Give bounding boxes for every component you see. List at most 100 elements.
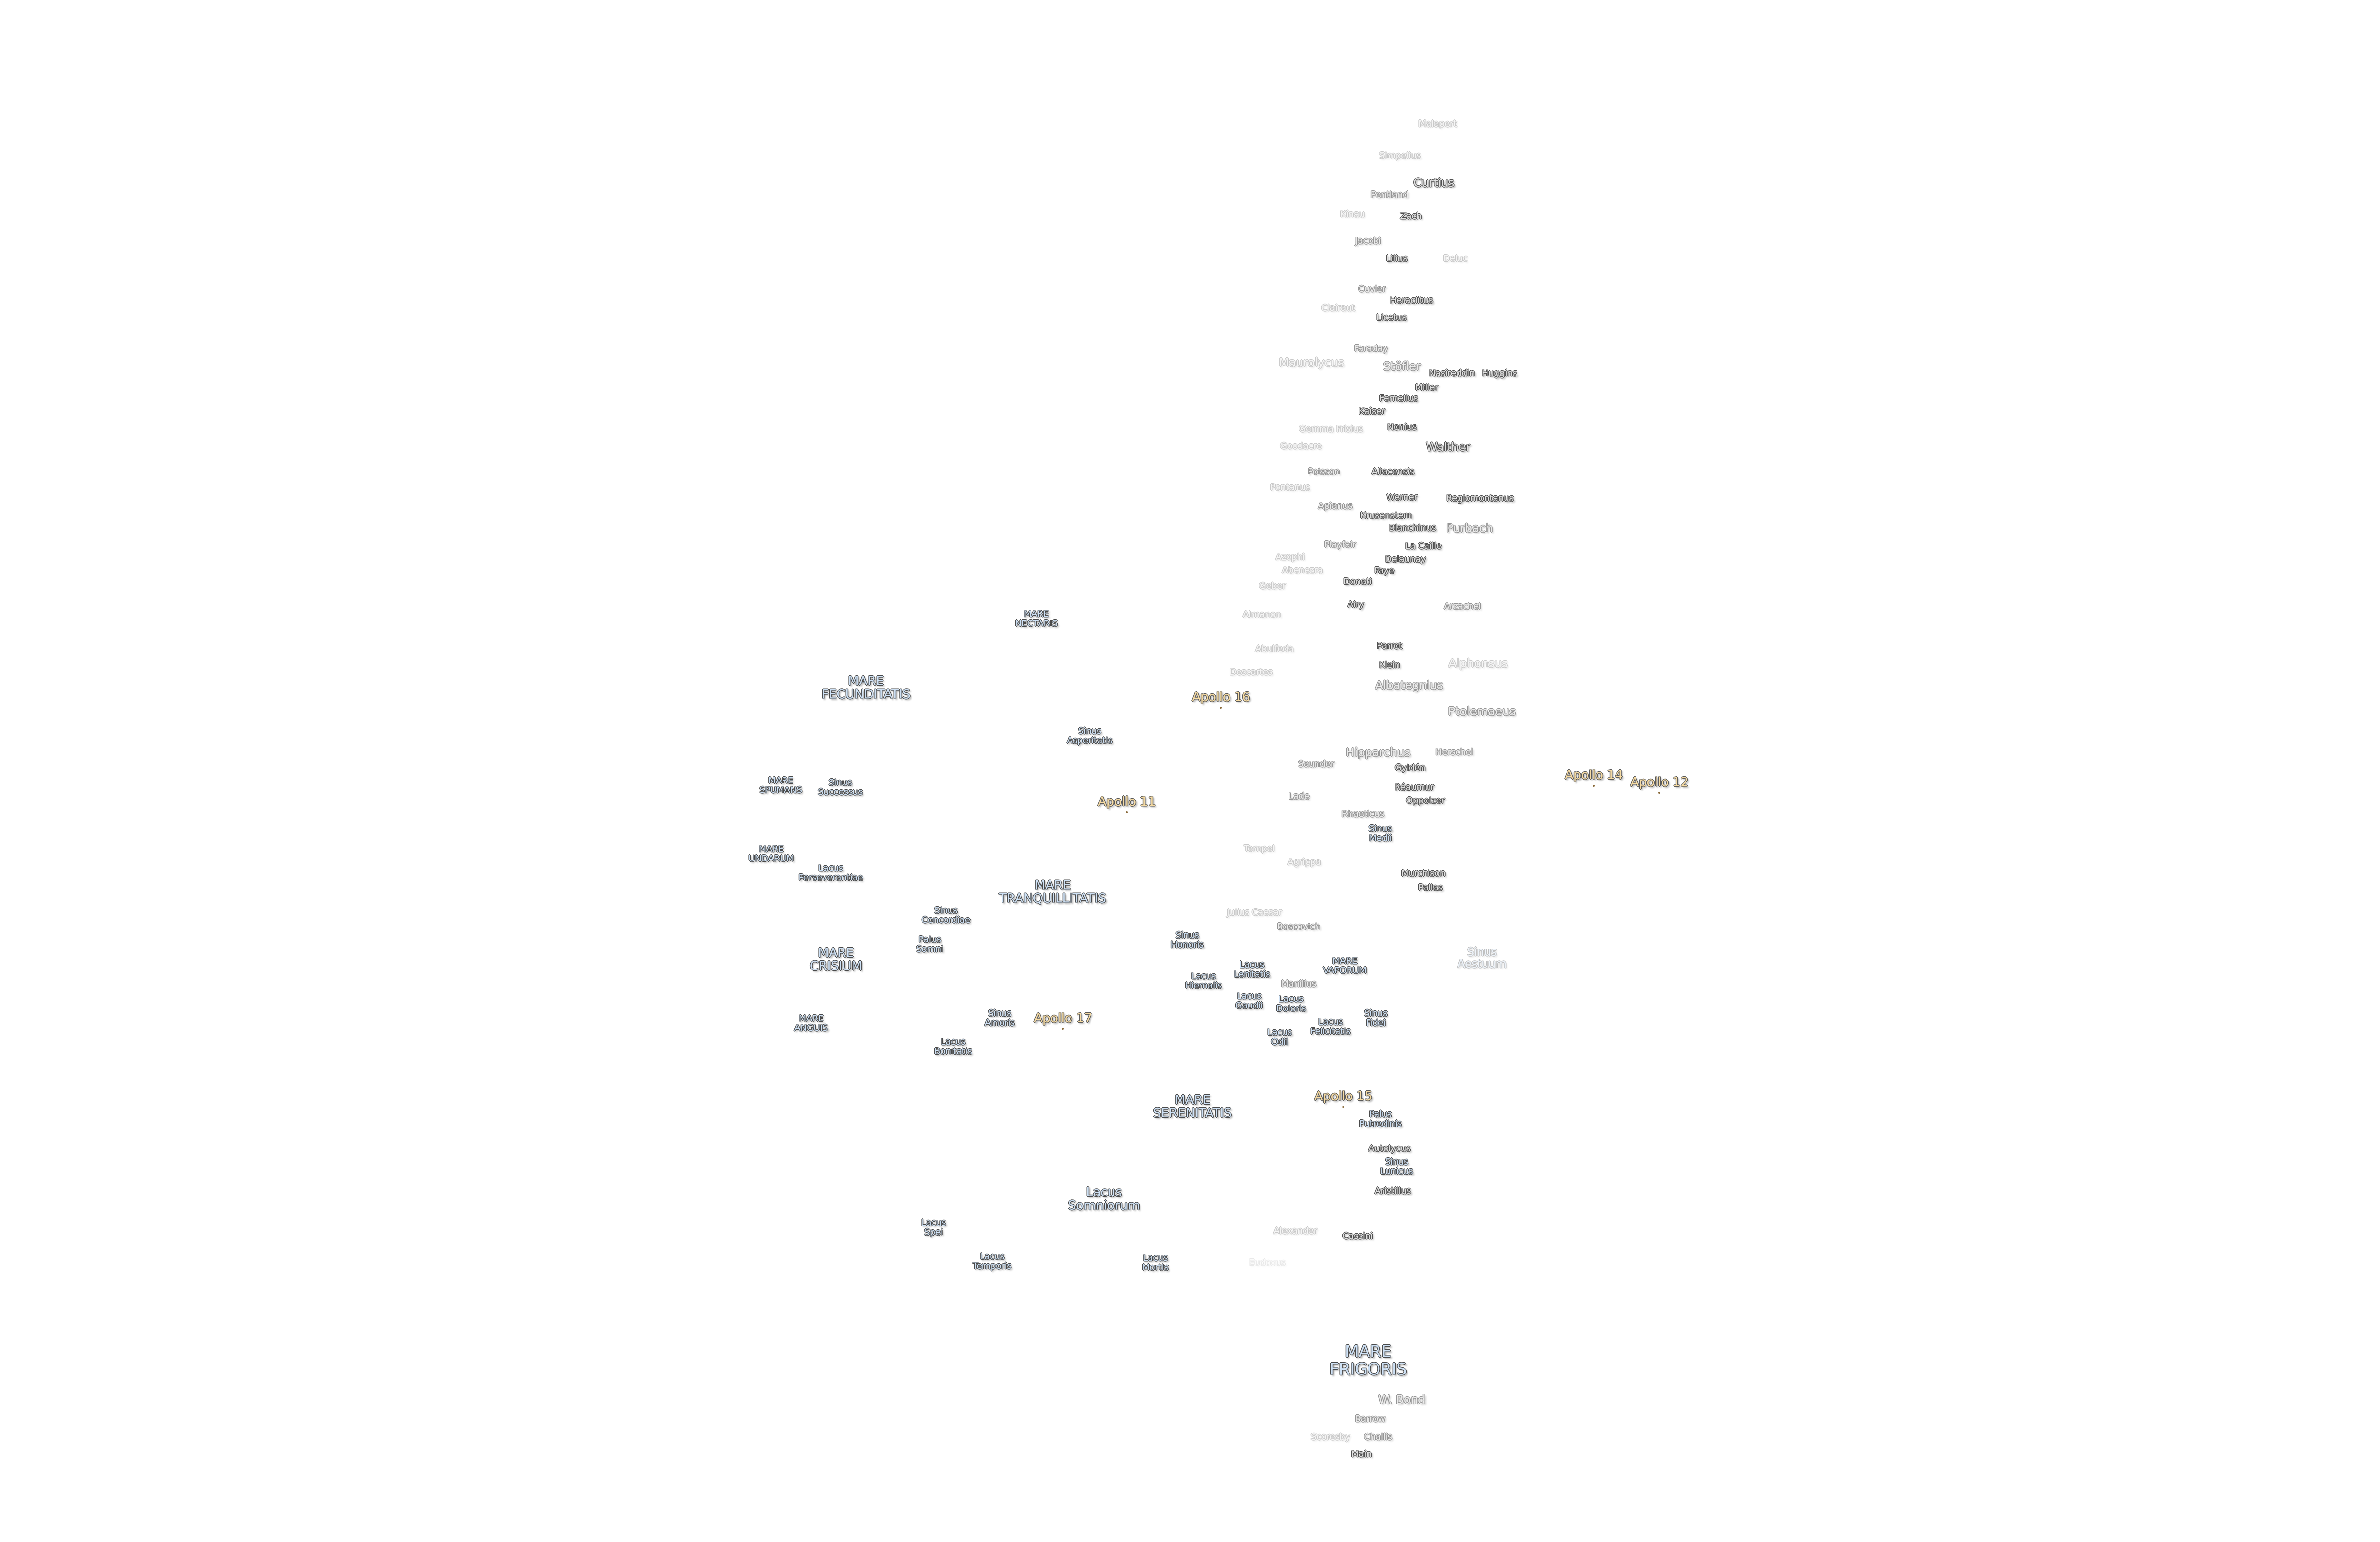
crater-label-walther[interactable]: Walther [1426, 439, 1470, 454]
mare-label-mare-undarum[interactable]: MARE UNDARUM [748, 844, 794, 864]
mare-label-sinus-fidei[interactable]: Sinus Fidei [1364, 1008, 1388, 1028]
crater-label-deluc[interactable]: Deluc [1443, 253, 1468, 264]
mare-label-sinus-concordiae[interactable]: Sinus Concordiae [921, 905, 971, 925]
crater-label-boscovich[interactable]: Boscovich [1277, 921, 1320, 932]
crater-label-murchison[interactable]: Murchison [1401, 868, 1446, 879]
mare-label-lacus-felicitatis[interactable]: Lacus Felicitatis [1310, 1017, 1351, 1037]
apollo-label-apollo-12[interactable]: Apollo 12 [1630, 774, 1689, 790]
crater-label-albategnius[interactable]: Albategnius [1375, 678, 1443, 692]
crater-label-autolycus[interactable]: Autolycus [1368, 1143, 1411, 1154]
mare-label-sinus-medii[interactable]: Sinus Medii [1368, 823, 1392, 843]
landing-site-marker-icon[interactable] [1593, 785, 1595, 787]
crater-label-krusenstern[interactable]: Krusenstern [1360, 510, 1412, 521]
crater-label-challis[interactable]: Challis [1364, 1432, 1392, 1443]
crater-label-zach[interactable]: Zach [1400, 211, 1422, 222]
crater-label-apianus[interactable]: Apianus [1318, 501, 1353, 512]
crater-label-miller[interactable]: Miller [1415, 382, 1438, 393]
crater-label-faye[interactable]: Faye [1374, 565, 1394, 576]
mare-label-mare-spumans[interactable]: MARE SPUMANS [759, 775, 802, 795]
crater-label-jacobi[interactable]: Jacobi [1355, 236, 1381, 247]
crater-label-ptolemaeus[interactable]: Ptolemaeus [1448, 704, 1516, 718]
mare-label-palus-somni[interactable]: Palus Somni [916, 934, 943, 954]
landing-site-marker-icon[interactable] [1126, 811, 1128, 813]
crater-label-nasireddin[interactable]: Nasireddin [1428, 368, 1475, 379]
crater-label-barrow[interactable]: Barrow [1355, 1414, 1385, 1424]
apollo-label-apollo-14[interactable]: Apollo 14 [1564, 767, 1623, 782]
crater-label-w-bond[interactable]: W. Bond [1378, 1392, 1426, 1406]
mare-label-lacus-somniorum[interactable]: Lacus Somniorum [1068, 1185, 1140, 1213]
apollo-label-apollo-17[interactable]: Apollo 17 [1033, 1010, 1092, 1026]
crater-label-gemma-frisius[interactable]: Gemma Frisius [1299, 424, 1363, 435]
crater-label-cuvier[interactable]: Cuvier [1358, 284, 1386, 295]
mare-label-mare-crisium[interactable]: MARE CRISIUM [809, 945, 863, 974]
mare-label-mare-fecunditatis[interactable]: MARE FECUNDITATIS [821, 673, 911, 702]
crater-label-stofler[interactable]: Stöfler [1383, 359, 1421, 373]
crater-label-klein[interactable]: Klein [1378, 660, 1400, 671]
crater-label-simpelius[interactable]: Simpelius [1379, 150, 1421, 161]
crater-label-curtius[interactable]: Curtius [1413, 175, 1454, 189]
crater-label-saunder[interactable]: Saunder [1298, 759, 1334, 770]
crater-label-la-caille[interactable]: La Caille [1405, 541, 1442, 552]
crater-label-heraclitus[interactable]: Heraclitus [1389, 295, 1433, 306]
mare-label-lacus-odii[interactable]: Lacus Odii [1267, 1027, 1292, 1047]
crater-label-rhaeticus[interactable]: Rhaeticus [1341, 809, 1384, 820]
mare-label-lacus-lenitatis[interactable]: Lacus Lenitatis [1233, 959, 1270, 979]
crater-label-goodacre[interactable]: Goodacre [1280, 441, 1322, 452]
crater-label-huggins[interactable]: Huggins [1481, 368, 1517, 379]
crater-label-geber[interactable]: Geber [1259, 581, 1286, 592]
crater-label-delaunay[interactable]: Delaunay [1384, 554, 1426, 565]
mare-label-lacus-gaudii[interactable]: Lacus Gaudii [1235, 991, 1263, 1011]
crater-label-abenezra[interactable]: Abenezra [1282, 565, 1323, 576]
mare-label-lacus-hiemalis[interactable]: Lacus Hiemalis [1185, 971, 1222, 991]
crater-label-main[interactable]: Main [1351, 1449, 1372, 1460]
landing-site-marker-icon[interactable] [1342, 1106, 1344, 1108]
crater-label-almanon[interactable]: Almanon [1242, 609, 1281, 620]
crater-label-agrippa[interactable]: Agrippa [1287, 857, 1321, 868]
crater-label-tempel[interactable]: Tempel [1243, 843, 1275, 854]
crater-label-blanchinus[interactable]: Blanchinus [1388, 523, 1436, 534]
crater-label-pallas[interactable]: Pallas [1418, 882, 1443, 893]
crater-label-faraday[interactable]: Faraday [1354, 343, 1388, 354]
crater-label-pentland[interactable]: Pentland [1370, 189, 1409, 200]
crater-label-alexander[interactable]: Alexander [1273, 1226, 1317, 1236]
landing-site-marker-icon[interactable] [1658, 792, 1660, 794]
crater-label-hipparchus[interactable]: Hipparchus [1346, 745, 1411, 759]
mare-label-mare-frigoris[interactable]: MARE FRIGORIS [1329, 1342, 1407, 1379]
crater-label-manilius[interactable]: Manilius [1281, 979, 1316, 989]
crater-label-eudoxus[interactable]: Eudoxus [1249, 1257, 1286, 1268]
crater-label-lade[interactable]: Lade [1289, 791, 1309, 802]
crater-label-abulfeda[interactable]: Abulfeda [1255, 643, 1294, 654]
crater-label-pontanus[interactable]: Pontanus [1270, 482, 1310, 493]
mare-label-sinus-successus[interactable]: Sinus Successus [818, 777, 863, 797]
crater-label-arzachel[interactable]: Arzachel [1444, 601, 1481, 612]
mare-label-mare-serenitatis[interactable]: MARE SERENITATIS [1153, 1092, 1232, 1121]
crater-label-herschel[interactable]: Herschel [1435, 747, 1473, 758]
crater-label-airy[interactable]: Airy [1347, 599, 1364, 610]
apollo-label-apollo-16[interactable]: Apollo 16 [1191, 689, 1250, 704]
crater-label-malapert[interactable]: Malapert [1418, 119, 1457, 129]
mare-label-lacus-bonitatis[interactable]: Lacus Bonitatis [934, 1037, 972, 1057]
crater-label-oppolzer[interactable]: Oppolzer [1406, 795, 1445, 806]
crater-label-descartes[interactable]: Descartes [1229, 667, 1273, 678]
mare-label-sinus-amoris[interactable]: Sinus Amoris [984, 1008, 1015, 1028]
crater-label-purbach[interactable]: Purbach [1446, 521, 1493, 535]
crater-label-kaiser[interactable]: Kaiser [1359, 406, 1385, 417]
crater-label-poisson[interactable]: Poisson [1308, 466, 1340, 477]
crater-label-alphonsus[interactable]: Alphonsus [1448, 656, 1508, 670]
mare-label-sinus-asperitatis[interactable]: Sinus Asperitatis [1067, 726, 1112, 746]
landing-site-marker-icon[interactable] [1062, 1028, 1064, 1030]
crater-label-kinau[interactable]: Kinau [1340, 209, 1365, 220]
crater-label-cassini[interactable]: Cassini [1342, 1231, 1373, 1242]
crater-label-lilius[interactable]: Lilius [1386, 253, 1408, 264]
crater-label-clairaut[interactable]: Clairaut [1321, 303, 1355, 314]
crater-label-aliacensis[interactable]: Aliacensis [1371, 466, 1414, 477]
crater-label-julius-caesar[interactable]: Julius Caesar [1227, 907, 1282, 918]
crater-label-werner[interactable]: Werner [1386, 492, 1418, 503]
mare-label-lacus-spei[interactable]: Lacus Spei [921, 1217, 946, 1237]
mare-label-lacus-temporis[interactable]: Lacus Temporis [972, 1251, 1012, 1271]
crater-label-regiomontanus[interactable]: Regiomontanus [1446, 493, 1514, 504]
mare-label-mare-anguis[interactable]: MARE ANGUIS [794, 1013, 828, 1033]
crater-label-licetus[interactable]: Licetus [1376, 312, 1407, 323]
crater-label-fernelius[interactable]: Fernelius [1379, 393, 1418, 404]
mare-label-mare-vaporum[interactable]: MARE VAPORUM [1323, 956, 1367, 976]
